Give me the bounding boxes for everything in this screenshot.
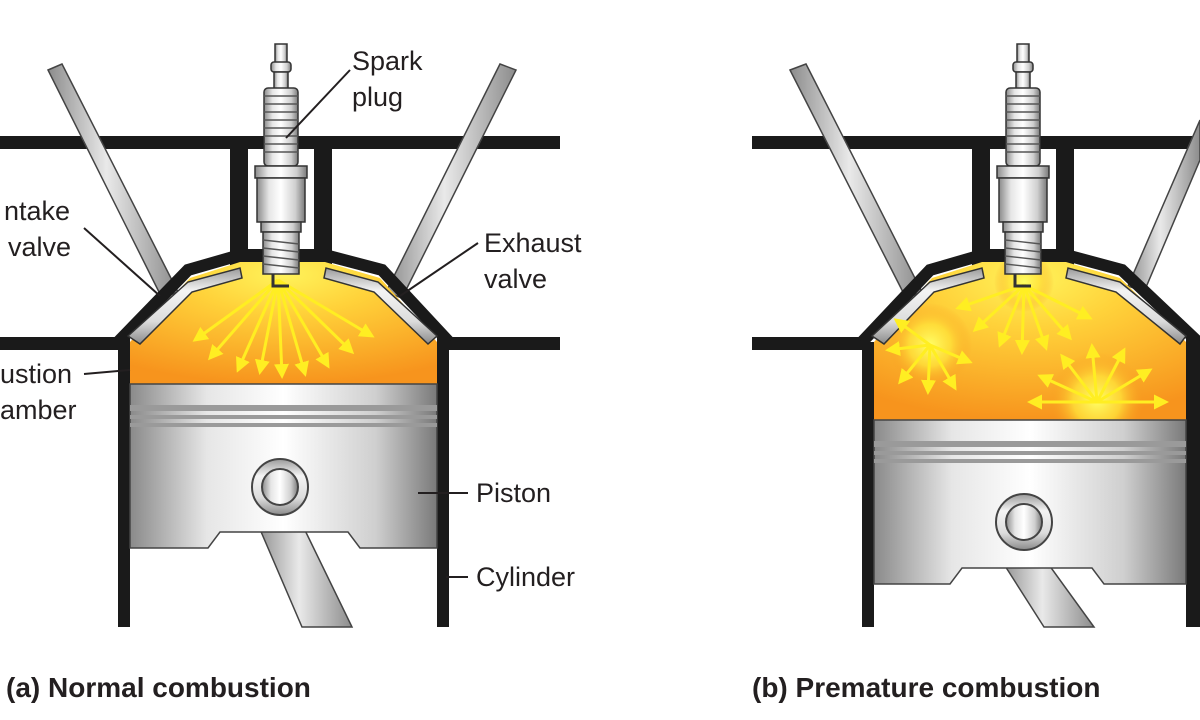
piston-icon [129, 383, 438, 549]
label-exhaust-valve-line1: Exhaust [484, 228, 582, 258]
label-piston: Piston [476, 478, 552, 508]
label-spark-plug-line2: plug [352, 82, 404, 112]
panel-normal [0, 42, 560, 628]
label-intake-valve-line1: ntake [4, 196, 71, 226]
label-combustion-chamber-line2: amber [0, 395, 77, 425]
caption-premature-combustion: (b) Premature combustion [752, 672, 1101, 703]
panel-premature [752, 42, 1200, 628]
label-spark-plug-line1: Spark [352, 46, 423, 76]
label-combustion-chamber-line1: ustion [0, 359, 73, 389]
flame-burst-icon [885, 283, 1169, 410]
combustion-chamber-normal [130, 262, 437, 384]
label-intake-valve-line2: valve [8, 232, 72, 262]
caption-normal-combustion: (a) Normal combustion [6, 672, 311, 703]
label-exhaust-valve-line2: valve [484, 264, 548, 294]
label-cylinder: Cylinder [476, 562, 576, 592]
